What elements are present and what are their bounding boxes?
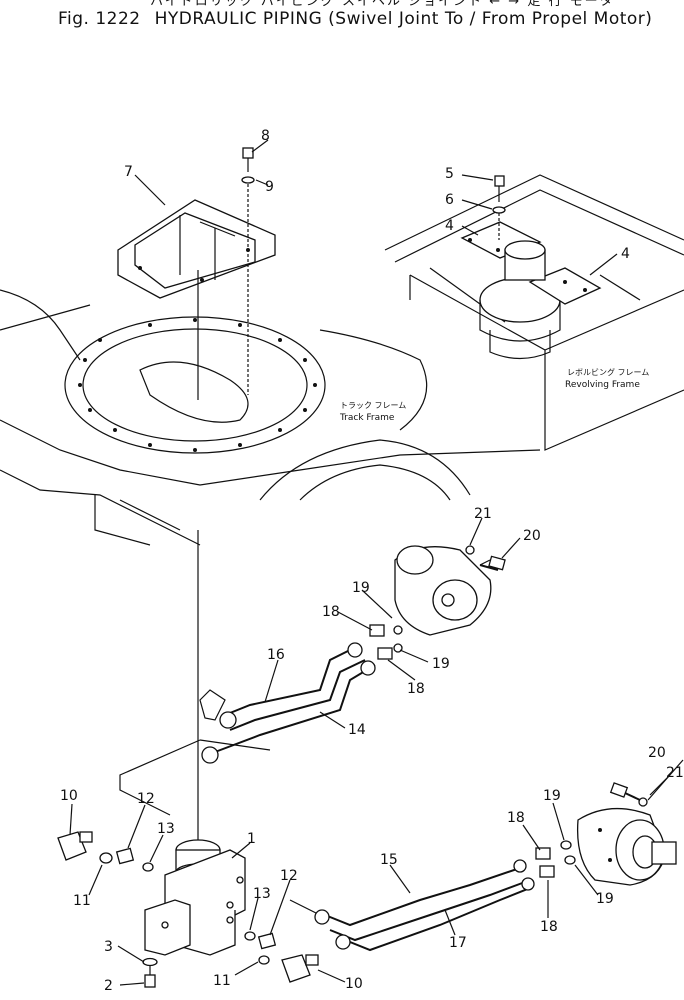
callout-13-right: 13	[253, 886, 271, 902]
callout-10-left: 10	[60, 788, 78, 804]
callout-1: 1	[247, 831, 256, 847]
swivel-joint	[57, 530, 321, 988]
callout-19-upper-a: 19	[352, 580, 370, 596]
callout-15: 15	[380, 852, 398, 868]
callout-9: 9	[265, 179, 274, 195]
callout-18-lower-b: 18	[540, 919, 558, 935]
callout-20-upper: 20	[523, 528, 541, 544]
callout-19-lower-a: 19	[543, 788, 561, 804]
revolving-frame-assembly: レボルビング フレーム Revolving Frame	[384, 174, 684, 451]
callout-18-upper-b: 18	[407, 681, 425, 697]
callout-21-upper: 21	[474, 506, 492, 522]
callout-16: 16	[267, 647, 285, 663]
callout-13-left: 13	[157, 821, 175, 837]
callout-11-right: 11	[213, 973, 231, 989]
lower-propel-motor	[576, 782, 677, 886]
track-frame-jp-label: トラック フレーム	[340, 401, 406, 410]
callout-6: 6	[445, 192, 454, 208]
callout-10-right: 10	[345, 976, 363, 992]
figure-caption: HYDRAULIC PIPING (Swivel Joint To / From…	[154, 9, 653, 29]
callout-19-lower-b: 19	[596, 891, 614, 907]
callout-2: 2	[104, 978, 113, 994]
callout-11-left: 11	[73, 893, 91, 909]
hose-group-upper	[119, 642, 376, 816]
japanese-title: ハイドロリック パイピング スイベル ジョイント ← → 走 行 モータ	[150, 0, 615, 9]
hose-group-lower	[314, 840, 576, 952]
callout-7: 7	[124, 164, 133, 180]
callout-18-upper-a: 18	[322, 604, 340, 620]
revolving-frame-label: Revolving Frame	[565, 380, 640, 390]
callout-19-upper-b: 19	[432, 656, 450, 672]
callout-12-right: 12	[280, 868, 298, 884]
callout-4-right: 4	[621, 246, 630, 262]
callout-8: 8	[261, 128, 270, 144]
callout-4-left: 4	[445, 218, 454, 234]
cover-assembly	[117, 147, 276, 400]
upper-propel-motor	[369, 545, 506, 660]
callout-12-left: 12	[137, 791, 155, 807]
callout-5: 5	[445, 166, 454, 182]
callout-14: 14	[348, 722, 366, 738]
callout-17: 17	[449, 935, 467, 951]
figure-number: Fig. 1222	[58, 9, 141, 29]
callout-20-lower: 20	[648, 745, 666, 761]
revolving-frame-jp-label: レボルビング フレーム	[567, 367, 649, 377]
leader-lines	[69, 139, 684, 986]
callouts: 8 9 7 5 6 4 4 21 20 19 18 19 18 16 14 10…	[60, 128, 684, 994]
track-frame: トラック フレーム Track Frame	[0, 289, 541, 546]
callout-18-lower-a: 18	[507, 810, 525, 826]
callout-21-lower: 21	[666, 765, 684, 781]
track-frame-label: Track Frame	[339, 413, 395, 423]
callout-3: 3	[104, 939, 113, 955]
figure-title: Fig. 1222 HYDRAULIC PIPING (Swivel Joint …	[58, 9, 666, 29]
